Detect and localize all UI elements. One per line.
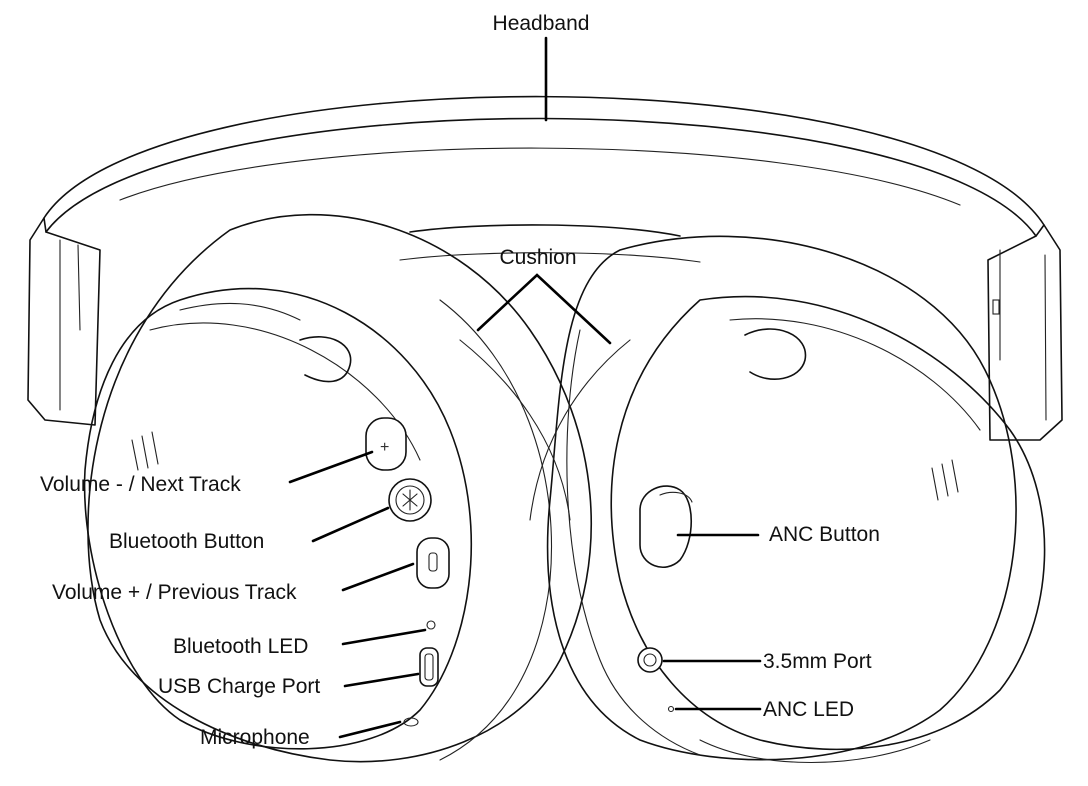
- volume-plus-leader: [341, 562, 415, 592]
- cushion-crossing: [459, 339, 631, 521]
- volume-minus-leader: [288, 450, 374, 484]
- label-port-35mm: 3.5mm Port: [763, 650, 872, 673]
- anc-button: [639, 485, 693, 569]
- volume-minus-button: [365, 417, 407, 471]
- label-bluetooth-led: Bluetooth LED: [173, 635, 308, 658]
- label-volume-minus: Volume - / Next Track: [40, 473, 241, 496]
- label-anc-led: ANC LED: [763, 698, 854, 721]
- right-controls: [637, 485, 693, 713]
- label-bluetooth-button: Bluetooth Button: [109, 530, 264, 553]
- bluetooth-led: [426, 620, 436, 630]
- leader-lines: [288, 36, 762, 739]
- left-ear-cup: [83, 213, 592, 763]
- port-35mm: [637, 647, 663, 673]
- left-controls: +: [365, 417, 450, 727]
- label-usb-charge-port: USB Charge Port: [158, 675, 320, 698]
- bluetooth-button-leader: [311, 506, 390, 543]
- right-ear-cup: [546, 235, 1046, 764]
- microphone-hole: [403, 717, 419, 727]
- microphone-leader: [338, 720, 402, 739]
- labels: Headband Cushion Volume - / Next Track B…: [40, 12, 880, 749]
- bluetooth-led-leader: [341, 628, 427, 646]
- bluetooth-icon: [402, 489, 418, 511]
- headband: [27, 95, 1063, 441]
- plus-glyph-icon: +: [380, 439, 389, 456]
- label-volume-plus: Volume + / Previous Track: [52, 581, 297, 604]
- label-headband: Headband: [493, 12, 590, 35]
- label-anc-button: ANC Button: [769, 523, 880, 546]
- back-cushion: [399, 224, 701, 263]
- label-microphone: Microphone: [200, 726, 310, 749]
- anc-led: [667, 705, 675, 713]
- volume-plus-button: [416, 537, 450, 589]
- label-cushion: Cushion: [499, 246, 576, 269]
- usb-port-leader: [343, 672, 420, 688]
- cushion-leader: [476, 273, 612, 345]
